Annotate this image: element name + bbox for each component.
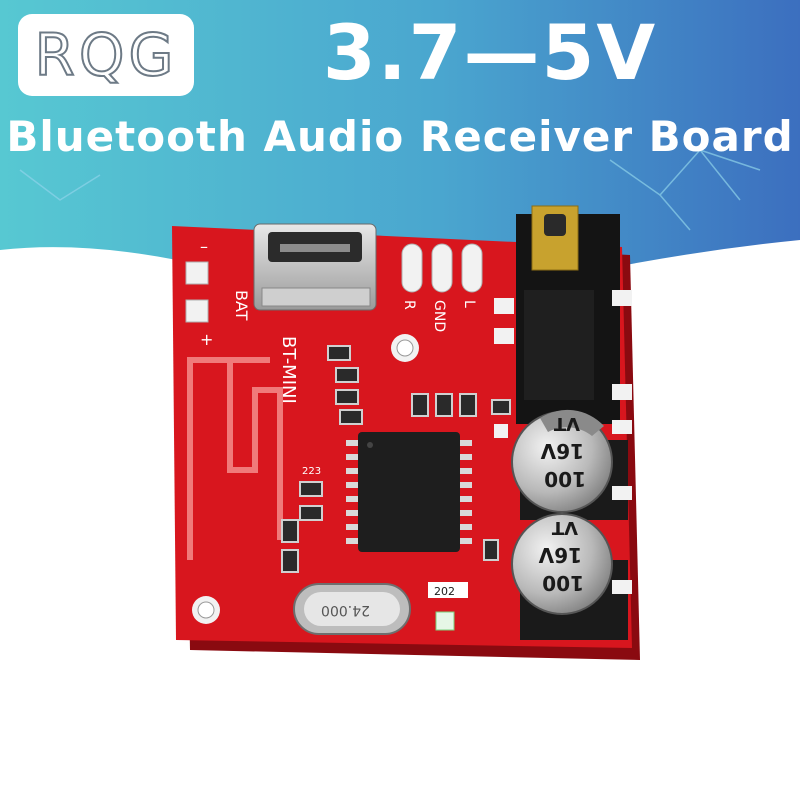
capacitor-top-label-16v: 16V bbox=[540, 439, 584, 463]
capacitor-top-label-100: 100 bbox=[544, 467, 586, 491]
battery-label: BAT bbox=[232, 290, 251, 321]
battery-plus-label: + bbox=[200, 330, 213, 349]
capacitor-top-label-vt: VT bbox=[553, 413, 580, 434]
smd-components bbox=[281, 345, 511, 573]
audio-jack bbox=[494, 205, 632, 424]
capacitor-bottom-label-16v: 16V bbox=[538, 543, 582, 567]
brand-logo: RQG bbox=[18, 14, 194, 96]
battery-minus-label: – bbox=[200, 237, 208, 256]
capacitor-bottom bbox=[511, 513, 628, 640]
micro-usb-connector bbox=[253, 223, 377, 311]
ic-chip bbox=[346, 432, 472, 552]
pin-gnd-label: GND bbox=[431, 300, 447, 332]
resistor-label-223: 223 bbox=[302, 466, 321, 477]
pcb-antenna bbox=[187, 357, 283, 560]
side-pads bbox=[494, 420, 632, 594]
crystal-marking: 24.000 bbox=[321, 602, 370, 618]
voltage-headline: 3.7—5V bbox=[322, 8, 658, 97]
pin-l-label: L bbox=[461, 300, 477, 308]
resistor-label-202: 202 bbox=[434, 585, 455, 598]
audio-output-pads bbox=[401, 243, 483, 293]
board-model-label: BT-MINI bbox=[278, 336, 299, 404]
capacitor-bottom-label-vt: VT bbox=[551, 517, 578, 538]
pin-r-label: R bbox=[401, 300, 417, 310]
product-title: Bluetooth Audio Receiver Board bbox=[6, 112, 794, 161]
capacitor-top bbox=[511, 409, 628, 520]
battery-pad-negative bbox=[185, 261, 209, 285]
battery-pad-positive bbox=[185, 299, 209, 323]
crystal-oscillator bbox=[293, 583, 411, 635]
status-led bbox=[435, 611, 455, 631]
brand-logo-text: RQG bbox=[34, 20, 178, 90]
capacitor-bottom-label-100: 100 bbox=[542, 571, 584, 595]
